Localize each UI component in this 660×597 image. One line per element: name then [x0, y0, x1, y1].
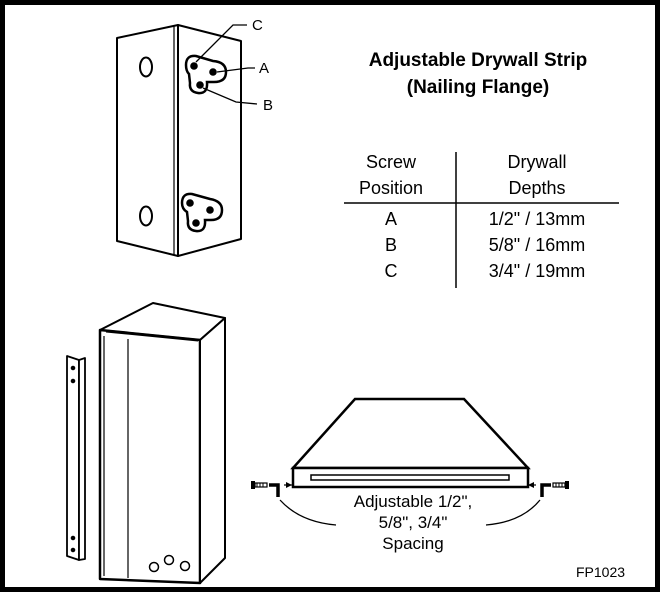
- cabinet-top-view: [290, 397, 531, 489]
- cabinet-knockout: [179, 560, 191, 572]
- spacing-leader-left: [279, 499, 337, 526]
- figure-code: FP1023: [576, 564, 625, 580]
- strip-hole: [70, 535, 76, 541]
- cabinet-front: [98, 328, 202, 585]
- spacing-label-line-3: Spacing: [382, 534, 443, 553]
- spacing-label-line-1: Adjustable 1/2",: [354, 492, 473, 511]
- bracket-hole-top: [139, 56, 153, 78]
- callout-label-a: A: [259, 60, 269, 77]
- header-position: Position: [359, 178, 423, 198]
- title-line-1: Adjustable Drywall Strip: [369, 50, 588, 71]
- header-depths: Depths: [508, 178, 565, 198]
- cabinet-knockout: [163, 554, 175, 566]
- title-line-2: (Nailing Flange): [407, 77, 550, 98]
- callout-leader-b: [202, 87, 258, 105]
- strip-hole: [70, 547, 76, 553]
- right-arrowhead: [528, 482, 534, 488]
- strip-face: [66, 355, 80, 561]
- header-drywall: Drywall: [507, 152, 566, 172]
- cabinet-illustration: [98, 302, 226, 585]
- screw-hole-c: [190, 62, 198, 70]
- callout-leader-a: [216, 67, 255, 73]
- row-position: A: [385, 209, 397, 229]
- strip-hole: [70, 365, 76, 371]
- screw-hole-b: [196, 81, 204, 89]
- spacing-leader-right: [485, 499, 541, 526]
- cabinet-top-edge: [105, 331, 199, 342]
- bracket-hole-bottom: [139, 205, 153, 227]
- screw-hole-a: [209, 68, 217, 76]
- strip-hole: [70, 378, 76, 384]
- cabinet-knockout: [148, 561, 160, 573]
- screw-hole-bottom-2: [206, 206, 214, 214]
- left-screw: [251, 481, 268, 489]
- row-depth: 3/4" / 19mm: [489, 261, 585, 281]
- row-position: B: [385, 235, 397, 255]
- cabinet-side: [199, 317, 226, 584]
- drywall-strip: [310, 474, 510, 481]
- row-depth: 5/8" / 16mm: [489, 235, 585, 255]
- screw-slot-plate-bottom: [180, 192, 224, 233]
- screw-hole-bottom-3: [192, 219, 200, 227]
- header-screw: Screw: [366, 152, 417, 172]
- screw-hole-bottom-1: [186, 199, 194, 207]
- left-flange: [269, 483, 280, 497]
- spacing-label-line-2: 5/8", 3/4": [379, 513, 448, 532]
- depth-table: Screw Position Drywall Depths A 1/2" / 1…: [344, 152, 619, 288]
- nailing-flange-bracket: [116, 24, 242, 257]
- loose-nailing-strip: [66, 355, 86, 561]
- callout-label-b: B: [263, 97, 273, 114]
- screw-slot-plate-top: [184, 54, 228, 95]
- callout-label-c: C: [252, 17, 263, 34]
- callout-leader-c: [195, 24, 247, 63]
- right-screw: [552, 481, 569, 489]
- left-arrowhead: [286, 482, 292, 488]
- row-position: C: [385, 261, 398, 281]
- right-flange: [540, 483, 551, 497]
- strip-flange: [78, 357, 86, 561]
- row-depth: 1/2" / 13mm: [489, 209, 585, 229]
